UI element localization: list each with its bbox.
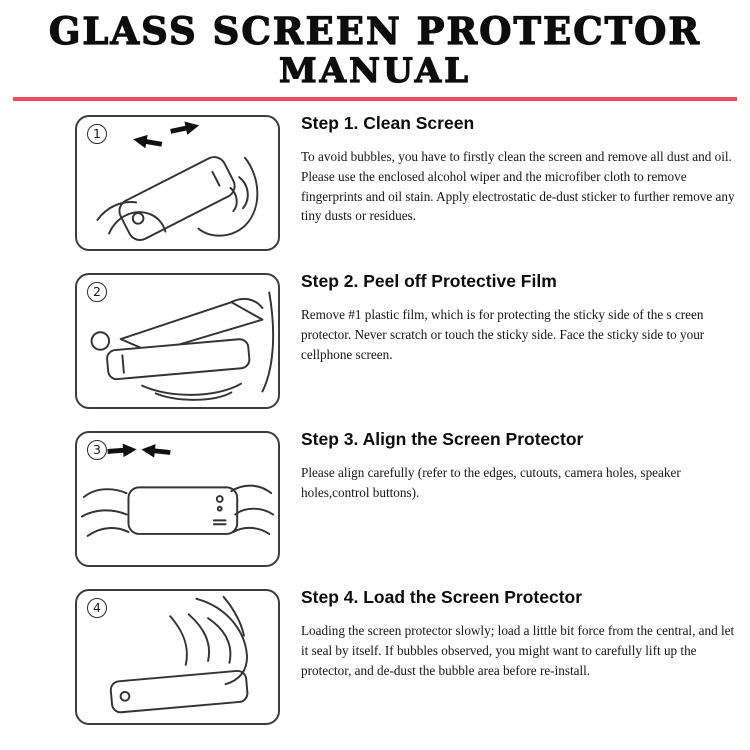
page-subtitle: MANUAL [278, 50, 471, 91]
step-heading: Step 4. Load the Screen Protector [301, 586, 583, 607]
step-number-badge: 1 [87, 123, 107, 144]
accent-divider [13, 96, 737, 101]
phone-outline [106, 338, 251, 381]
masthead: GLASS SCREEN PROTECTOR MANUAL [0, 0, 750, 90]
step-1-text: Step 1. Clean Screen To avoid bubbles, y… [301, 112, 738, 226]
step-number-badge: 3 [87, 439, 107, 460]
step-2-text: Step 2. Peel off Protective Film Remove … [301, 270, 738, 364]
step-body: To avoid bubbles, you have to firstly cl… [301, 148, 735, 224]
step-3-text: Step 3. Align the Screen Protector Pleas… [301, 428, 738, 503]
left-hand [108, 211, 167, 235]
camera-hole [215, 495, 224, 503]
bottom-hand [141, 382, 243, 396]
step-heading: Step 1. Clean Screen [301, 112, 475, 133]
right-hand [197, 156, 259, 237]
phone-outline [109, 669, 249, 714]
step-row-2: 2 St [0, 265, 750, 423]
step-body: Remove #1 plastic film, which is for pro… [301, 306, 705, 362]
wipe-arrow-left-icon [133, 134, 163, 149]
phone-outline [127, 486, 239, 535]
right-arm [261, 291, 275, 393]
step-number-badge: 2 [87, 281, 107, 302]
fingertip [90, 331, 111, 351]
right-hand [230, 484, 273, 495]
wrist [222, 595, 245, 637]
phone-outline [118, 156, 236, 241]
step-body: Loading the screen protector slowly; loa… [301, 622, 735, 678]
step-4-text: Step 4. Load the Screen Protector Loadin… [301, 586, 738, 680]
step-4-figure: 4 [75, 588, 280, 725]
step-body: Please align carefully (refer to the edg… [301, 464, 681, 500]
align-arrow-right-icon [107, 443, 137, 458]
step-number-badge: 4 [87, 597, 107, 618]
align-protector-illustration [80, 443, 275, 537]
step-row-3: 3 [0, 423, 750, 581]
load-protector-illustration [109, 595, 249, 714]
step-row-1: 1 [0, 107, 750, 265]
align-arrow-left-icon [141, 444, 171, 458]
step-2-figure: 2 [75, 272, 280, 409]
step-heading: Step 3. Align the Screen Protector [301, 428, 584, 449]
left-hand [82, 488, 128, 498]
step-row-4: 4 [0, 581, 750, 739]
step-3-figure: 3 [75, 430, 280, 567]
wipe-arrow-right-icon [170, 121, 200, 135]
pressing-hand [195, 597, 248, 686]
peel-film-illustration [90, 291, 275, 401]
step-heading: Step 2. Peel off Protective Film [301, 270, 557, 291]
step-1-figure: 1 [75, 114, 280, 251]
steps-list: 1 [0, 105, 750, 739]
page-title: GLASS SCREEN PROTECTOR [48, 9, 702, 53]
camera-hole [216, 505, 223, 512]
clean-screen-illustration [96, 121, 259, 241]
film-curl [230, 297, 264, 309]
